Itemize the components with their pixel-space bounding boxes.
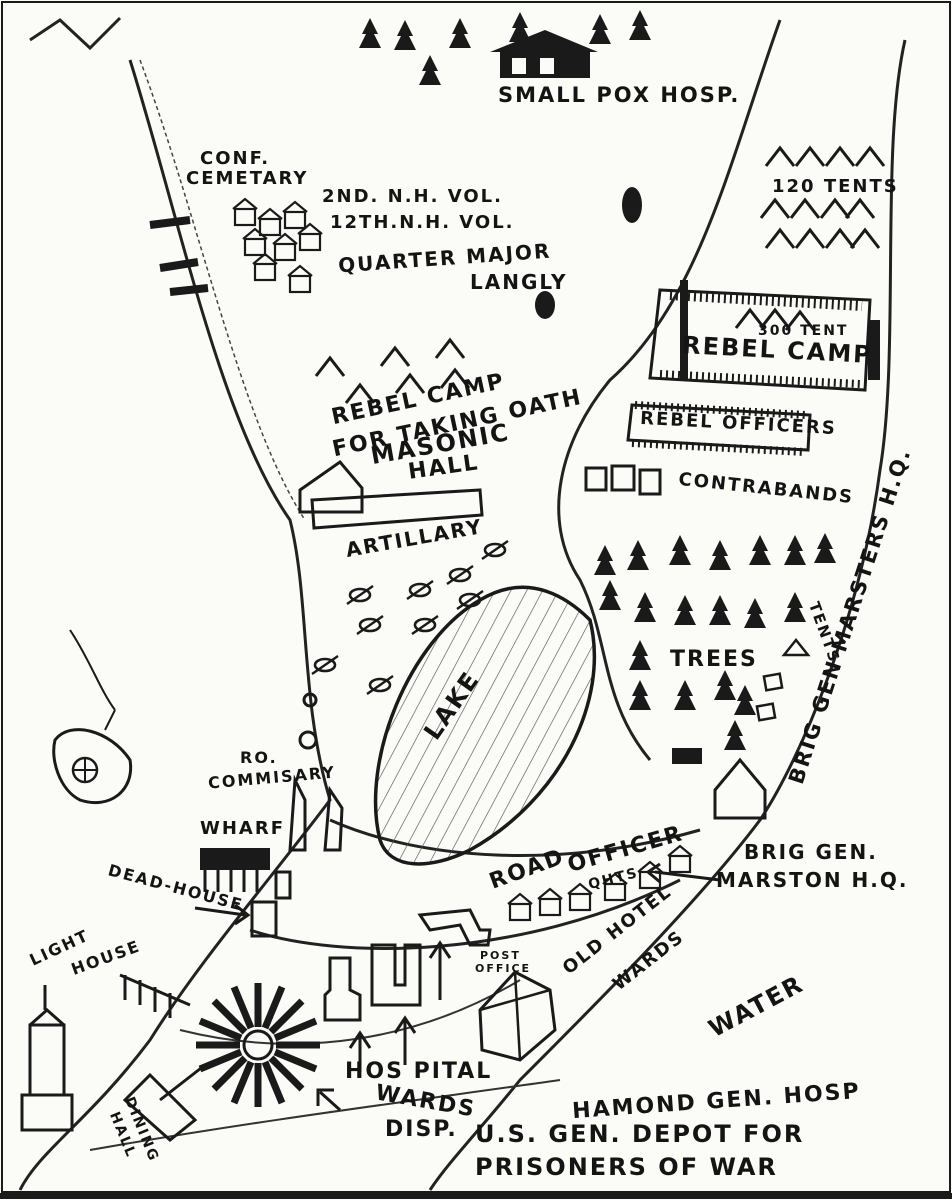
- light-house-drawing: [20, 985, 74, 1132]
- tents-120-label: 120 TENTS: [772, 176, 899, 197]
- nh2-label: 2ND. N.H. VOL.: [322, 186, 503, 207]
- smallpox-hospital-label: SMALL POX HOSP.: [498, 83, 741, 107]
- tents-120-group: [759, 146, 886, 250]
- hospital-wards-buildings: [323, 908, 492, 1022]
- wharf-structure: [200, 848, 270, 892]
- hospital-star-hub: [196, 983, 320, 1107]
- marsters-hq-building: [672, 748, 767, 820]
- nh12-label: 12TH.N.H. VOL.: [330, 212, 515, 233]
- brig-gen-label-1: BRIG GEN.: [744, 840, 878, 864]
- langly-label: LANGLY: [470, 270, 568, 294]
- rebel-camp-enclosure: [648, 280, 880, 392]
- depot-label-1: U.S. GEN. DEPOT FOR: [475, 1120, 805, 1148]
- wharf-label: WHARF: [200, 818, 286, 839]
- post-office-building: [478, 970, 557, 1062]
- nh-camp-tents: [231, 197, 324, 294]
- steamship: [52, 629, 133, 805]
- conf-cemetery-label-2: CEMETARY: [186, 168, 309, 189]
- post-office-label-1: POST: [480, 949, 521, 962]
- trees-label: TREES: [670, 647, 758, 672]
- dead-house-building: [250, 870, 292, 938]
- smallpox-hospital-building: [490, 30, 598, 78]
- disp-label: DISP.: [385, 1117, 458, 1142]
- tents-300-label: 300 TENT: [758, 323, 849, 339]
- depot-label-2: PRISONERS OF WAR: [475, 1153, 778, 1181]
- commissary-buildings: [288, 774, 344, 852]
- rebel-officers-enclosure: [626, 401, 812, 456]
- post-office-label-2: OFFICE: [475, 962, 532, 975]
- brig-gen-label-2: MARSTON H.Q.: [716, 868, 909, 892]
- masonic-hall-building: [298, 459, 484, 530]
- commisary-label-1: RO.: [240, 748, 278, 767]
- hospital-label-1: HOS PITAL: [345, 1059, 493, 1084]
- forest-trees: [594, 533, 836, 750]
- conf-cemetery-label-1: CONF.: [200, 148, 271, 169]
